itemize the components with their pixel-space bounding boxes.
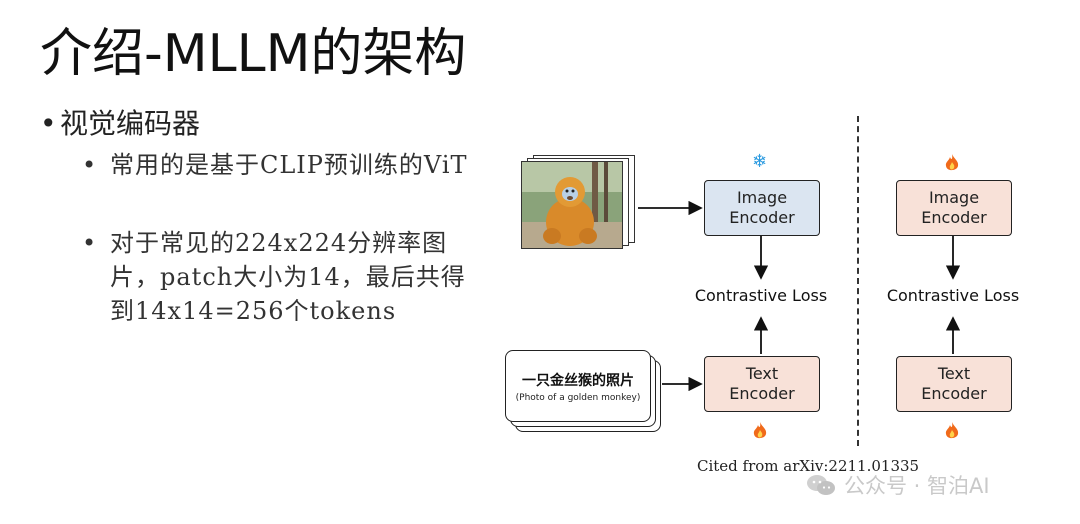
caption-english: (Photo of a golden monkey) (515, 392, 641, 403)
sub-bullet-clip-vit: • 常用的是基于CLIP预训练的ViT (82, 148, 470, 182)
encoder-label-line: Image (736, 188, 788, 207)
input-text-stack: 一只金丝猴的照片 (Photo of a golden monkey) (505, 350, 665, 432)
sub-bullet-resolution: • 对于常见的224x224分辨率图片，patch大小为14，最后共得到14x1… (82, 226, 470, 328)
bullet-main-text: 视觉编码器 (60, 107, 201, 140)
contrastive-loss-left: Contrastive Loss (694, 286, 828, 305)
fire-icon (753, 422, 767, 439)
input-image-stack (521, 155, 639, 257)
caption-card: 一只金丝猴的照片 (Photo of a golden monkey) (505, 350, 651, 422)
sub-bullet-text: 常用的是基于CLIP预训练的ViT (110, 151, 468, 179)
fire-icon (945, 154, 959, 171)
snowflake-icon: ❄ (752, 151, 768, 172)
encoder-label-line: Encoder (921, 384, 987, 403)
sub-bullet-text: 对于常见的224x224分辨率图片，patch大小为14，最后共得到14x14=… (110, 229, 466, 325)
bullet-visual-encoder: •视觉编码器 (40, 104, 200, 144)
encoder-label-line: Encoder (729, 384, 795, 403)
encoder-label-line: Image (928, 188, 980, 207)
image-encoder-right: Image Encoder (896, 180, 1012, 236)
text-encoder-right: Text Encoder (896, 356, 1012, 412)
watermark-text: 公众号 · 智泊AI (844, 474, 990, 498)
citation: Cited from arXiv:2211.01335 (697, 457, 920, 475)
bullet-dot: • (82, 229, 98, 257)
encoder-label-line: Encoder (729, 208, 795, 227)
section-divider (857, 116, 859, 446)
contrastive-loss-right: Contrastive Loss (886, 286, 1020, 305)
fire-icon (945, 422, 959, 439)
golden-monkey-photo (521, 161, 623, 249)
bullet-dot: • (82, 151, 98, 179)
bullet-dot: • (40, 107, 57, 140)
caption-chinese: 一只金丝猴的照片 (522, 372, 634, 389)
image-encoder-left: Image Encoder (704, 180, 820, 236)
encoder-label-line: Text (745, 364, 779, 383)
wechat-icon (807, 475, 835, 495)
watermark: 公众号 · 智泊AI (806, 470, 990, 500)
encoder-label-line: Encoder (921, 208, 987, 227)
encoder-label-line: Text (937, 364, 971, 383)
text-encoder-left: Text Encoder (704, 356, 820, 412)
slide-title: 介绍-MLLM的架构 (40, 24, 467, 84)
